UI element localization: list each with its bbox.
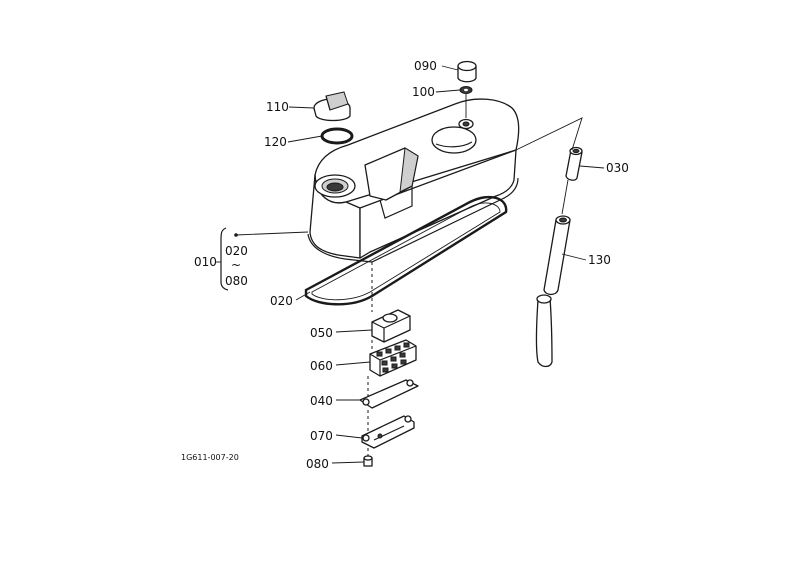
- leader-lines: [216, 65, 605, 464]
- callout-060: 060: [310, 359, 333, 373]
- head-cover: [307, 98, 520, 263]
- callout-010-tilde: ~: [231, 258, 241, 272]
- callout-020: 020: [270, 294, 293, 308]
- cover-gasket: [304, 195, 508, 306]
- filter-element: [369, 339, 417, 377]
- drawing-code: 1G611-007-20: [181, 453, 239, 462]
- callout-110: 110: [266, 100, 289, 114]
- bracket: [361, 415, 415, 449]
- callout-070: 070: [310, 429, 333, 443]
- o-ring: [320, 127, 354, 145]
- callout-100: 100: [412, 85, 435, 99]
- callout-010: 010: [194, 255, 217, 269]
- oil-filler-cap: [313, 91, 351, 122]
- separator: [371, 309, 411, 343]
- cap: [457, 60, 477, 83]
- callout-130: 130: [588, 253, 611, 267]
- callout-040: 040: [310, 394, 333, 408]
- callout-080: 080: [306, 457, 329, 471]
- washer: [459, 86, 473, 94]
- callout-090: 090: [414, 59, 437, 73]
- breather-hose: [535, 215, 571, 368]
- plate: [359, 379, 419, 409]
- callout-050: 050: [310, 326, 333, 340]
- callout-030: 030: [606, 161, 629, 175]
- callout-010-to: 080: [225, 274, 248, 288]
- pipe-joint: [565, 146, 583, 181]
- bolt: [363, 455, 373, 467]
- callout-labels: 090 100 110 120 030 130 010 020 ~ 080 02…: [181, 59, 629, 471]
- callout-120: 120: [264, 135, 287, 149]
- callout-010-from: 020: [225, 244, 248, 258]
